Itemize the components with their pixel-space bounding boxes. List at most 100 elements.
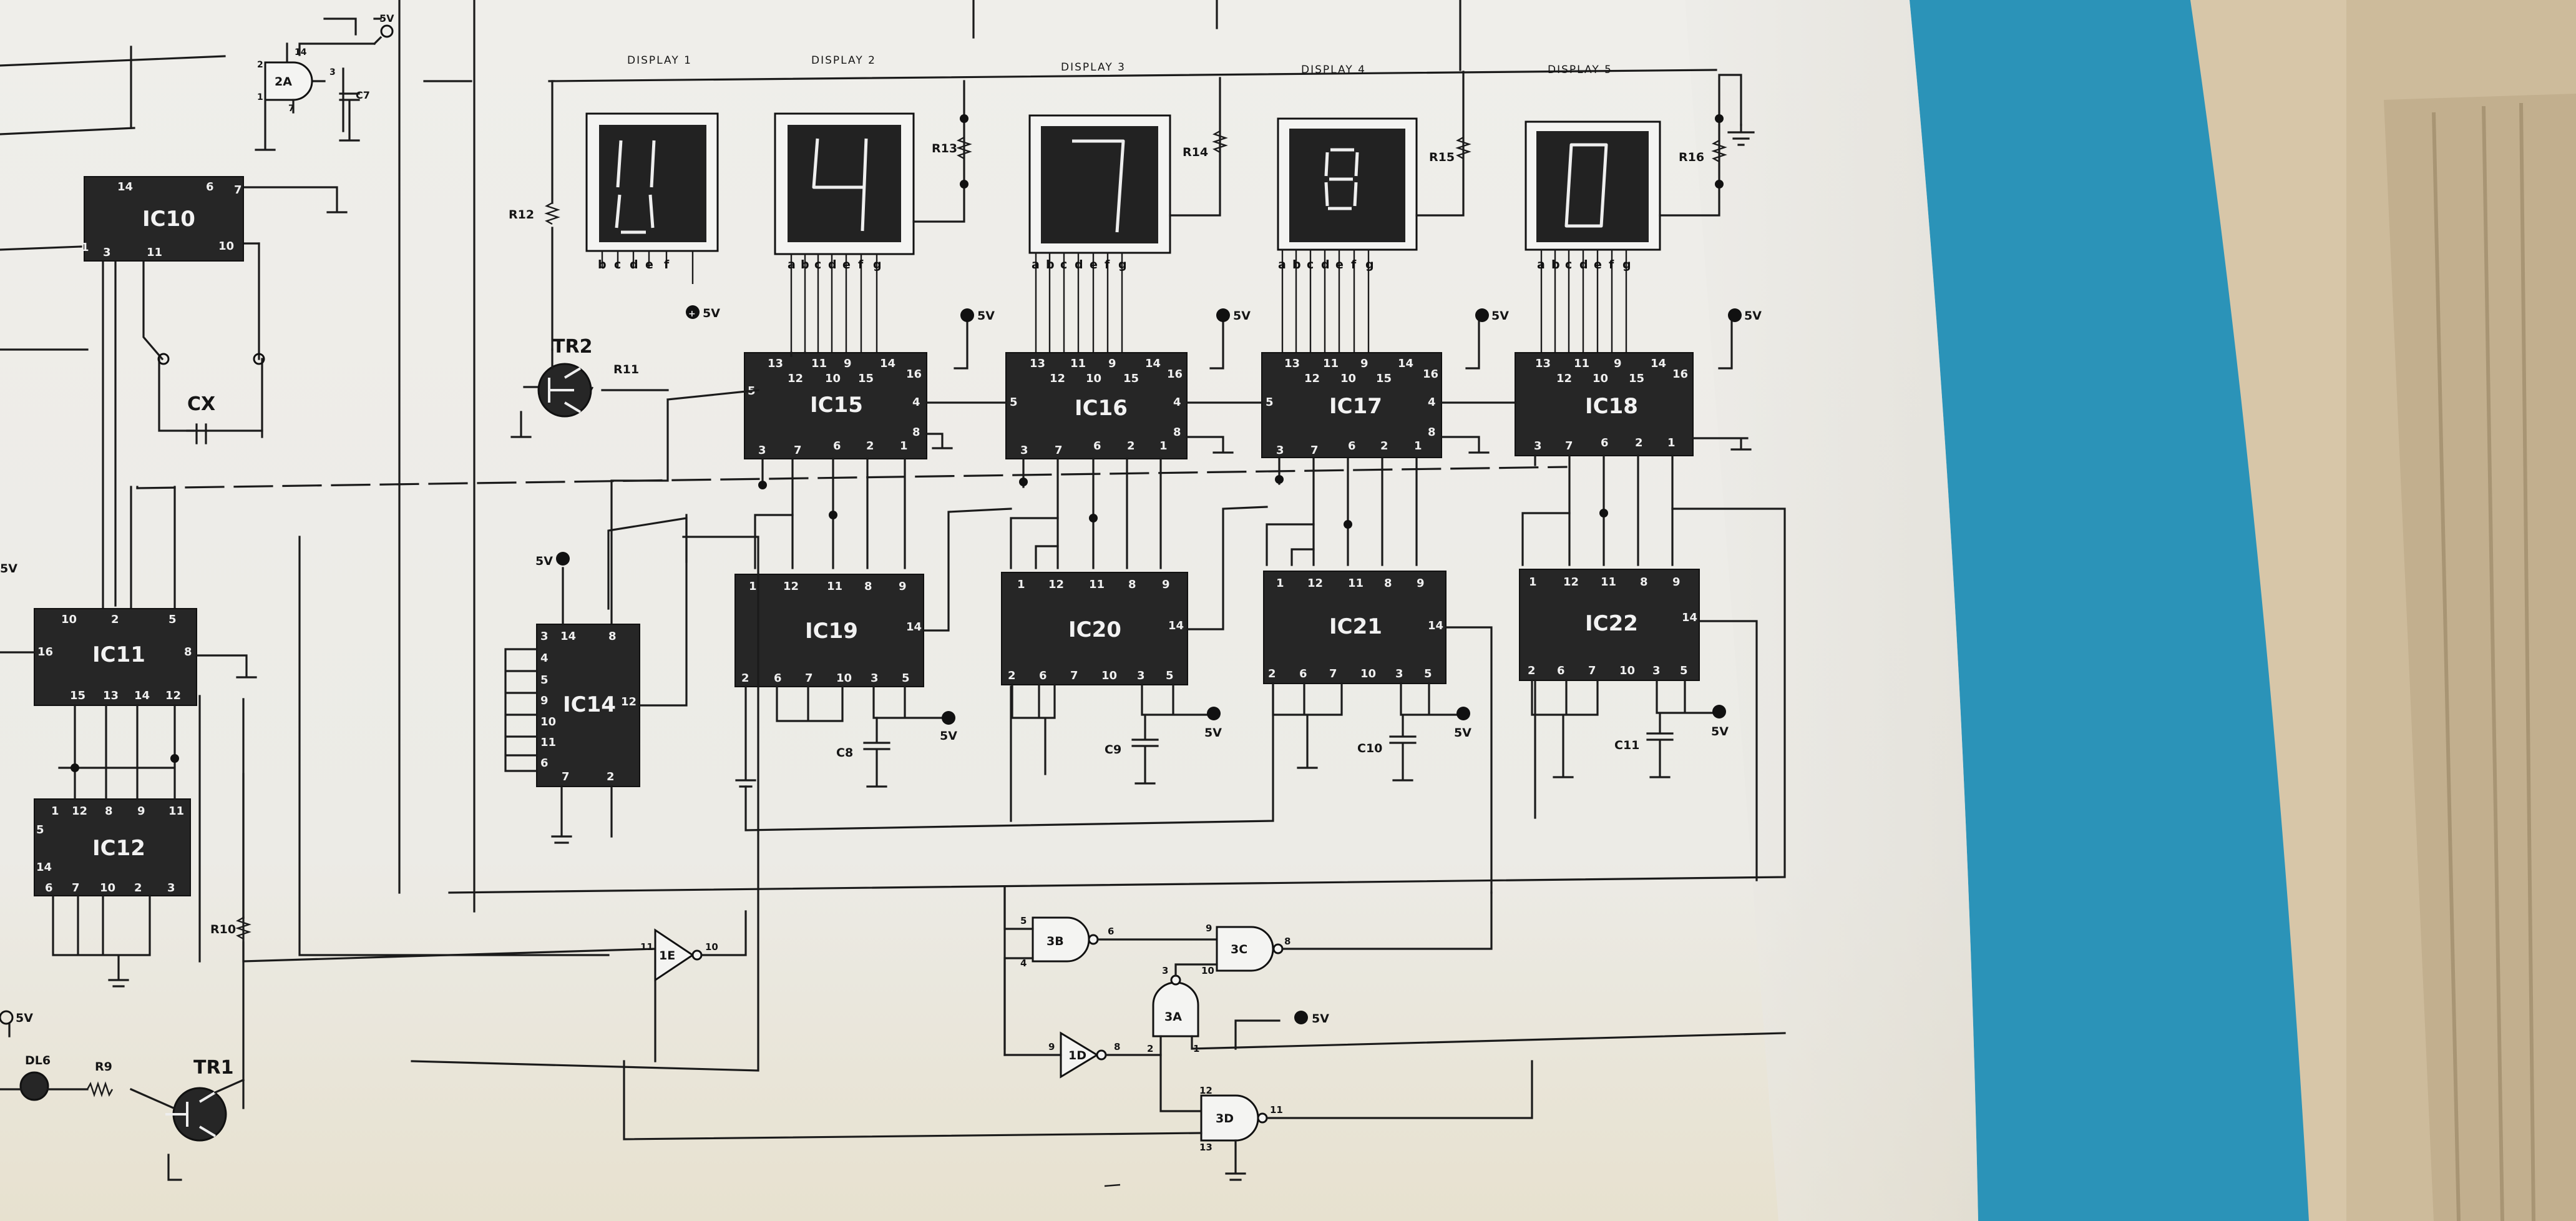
resistor-r16-label: R16 bbox=[1679, 150, 1704, 164]
gate-2a: 2A 2 14 1 7 3 5V C7 bbox=[255, 12, 394, 151]
ic20-pin: 14 bbox=[1168, 619, 1184, 632]
ic22-pin: 12 bbox=[1563, 576, 1579, 589]
resistor-r11-label: R11 bbox=[613, 363, 639, 376]
display-resistors: R13 R14 R15 R16 R12 bbox=[509, 71, 1755, 351]
gate-3c: 3C 9 10 8 bbox=[1201, 891, 1493, 976]
ic10-pin: 3 bbox=[103, 246, 111, 259]
ic15-supply: 5V bbox=[977, 309, 995, 323]
ic15-pin: 1 bbox=[900, 439, 908, 453]
display-4: a b c d e f g bbox=[1277, 117, 1418, 356]
display-3: a b c d e f g bbox=[1028, 114, 1171, 356]
ic18-pin: 3 bbox=[1534, 439, 1542, 453]
ic21-pin: 2 bbox=[1268, 667, 1276, 680]
resistor-r12-label: R12 bbox=[509, 208, 534, 222]
ic18-pin: 11 bbox=[1574, 357, 1589, 370]
ic12-pin: 8 bbox=[105, 805, 113, 818]
ic19-pin: 9 bbox=[899, 580, 907, 593]
gate-2a-pin: 14 bbox=[295, 47, 307, 57]
ic10-pin: 7 bbox=[234, 184, 242, 197]
display-4-title: DISPLAY 4 bbox=[1301, 64, 1366, 76]
ic17-pin: 16 bbox=[1423, 368, 1438, 381]
gate-1d-label: 1D bbox=[1068, 1049, 1086, 1062]
display-5-pin-g: g bbox=[1622, 258, 1631, 272]
ic19-cap-supply: 5V bbox=[940, 729, 957, 743]
ic14-pin: 3 bbox=[540, 630, 549, 643]
ic16-label: IC16 bbox=[1075, 396, 1128, 421]
latch-ic19: IC19 1 12 11 8 9 14 2 6 7 10 3 5 bbox=[734, 574, 924, 687]
gate-1d-pin: 9 bbox=[1048, 1041, 1055, 1052]
ic18-pin: 16 bbox=[1672, 368, 1688, 381]
ic22-pin: 2 bbox=[1528, 664, 1536, 677]
ic17-pin: 8 bbox=[1428, 426, 1436, 439]
resistor-r10-label: R10 bbox=[210, 923, 236, 936]
transistor-tr2: TR2 R11 bbox=[510, 336, 639, 438]
ic19-pin: 1 bbox=[749, 580, 757, 593]
ic17-pin: 5 bbox=[1266, 396, 1274, 409]
ic22-pin: 5 bbox=[1680, 664, 1688, 677]
ic22-pin: 9 bbox=[1672, 576, 1681, 589]
ic17-pin: 11 bbox=[1323, 357, 1339, 370]
left-supply-label: 5V bbox=[0, 562, 17, 576]
ic19-pin: 5 bbox=[902, 672, 910, 685]
ic11-pin: 13 bbox=[103, 689, 119, 702]
ic16-pin: 2 bbox=[1127, 439, 1135, 453]
display-2-pin-c: c bbox=[814, 258, 821, 272]
paper-mark bbox=[1104, 1184, 1121, 1187]
ic16-pin: 7 bbox=[1055, 444, 1063, 457]
ic19-pin: 3 bbox=[871, 672, 879, 685]
ic22-pin: 7 bbox=[1588, 664, 1596, 677]
ic15-pin: 3 bbox=[758, 444, 766, 457]
ic19-pin: 12 bbox=[783, 580, 799, 593]
ic22-label: IC22 bbox=[1585, 611, 1638, 636]
gate-3a-supply: 5V bbox=[1312, 1012, 1329, 1026]
ic11-pin: 15 bbox=[70, 689, 85, 702]
display-1-title: DISPLAY 1 bbox=[627, 54, 692, 67]
ic21-pin: 14 bbox=[1428, 619, 1443, 632]
ic17-pin: 14 bbox=[1398, 357, 1413, 370]
led-dl6-label: DL6 bbox=[25, 1054, 51, 1067]
gate-3d-label: 3D bbox=[1216, 1112, 1234, 1125]
ic18-pin: 9 bbox=[1614, 357, 1622, 370]
ic16-pin: 12 bbox=[1050, 372, 1065, 385]
gate-1e-label: 1E bbox=[659, 949, 675, 963]
ic21-pin: 12 bbox=[1307, 577, 1323, 590]
ic17-pin: 7 bbox=[1310, 444, 1319, 457]
display-5-pin-c: c bbox=[1565, 258, 1572, 272]
tr1-label: TR1 bbox=[193, 1057, 233, 1079]
ic17-supply: 5V bbox=[1491, 309, 1509, 323]
ic22-pin: 11 bbox=[1601, 576, 1616, 589]
display-1-pin-d: d bbox=[630, 258, 638, 272]
display-5-pin-f: f bbox=[1609, 258, 1614, 272]
latch-ic20: IC20 1 12 11 8 9 14 2 6 7 10 3 5 bbox=[1001, 572, 1188, 685]
ic15-pin: 7 bbox=[794, 444, 802, 457]
ic19-pin: 10 bbox=[836, 672, 852, 685]
display-3-title: DISPLAY 3 bbox=[1061, 61, 1126, 74]
ic20-cap-supply: 5V bbox=[1204, 726, 1222, 740]
ic19-pin: 6 bbox=[774, 672, 782, 685]
ic12-pin: 9 bbox=[137, 805, 145, 818]
gate-3b-label: 3B bbox=[1046, 934, 1064, 948]
display-2-pin-b: b bbox=[801, 258, 809, 272]
ic12-label: IC12 bbox=[92, 836, 145, 861]
ic18-pin: 13 bbox=[1535, 357, 1551, 370]
display-1: b c d e f + 5V bbox=[585, 112, 720, 320]
ic16-pin: 6 bbox=[1093, 439, 1101, 453]
display-3-digit bbox=[1072, 139, 1125, 233]
ic21-pin: 11 bbox=[1348, 577, 1364, 590]
display-5-pin-e: e bbox=[1594, 258, 1602, 272]
gate-2a-pin: 3 bbox=[329, 67, 336, 77]
ic22-cap-supply: 5V bbox=[1711, 725, 1729, 738]
ic12-pin: 1 bbox=[51, 805, 59, 818]
display-3-pin-b: b bbox=[1046, 258, 1055, 272]
ic21-pin: 6 bbox=[1299, 667, 1307, 680]
ic11-pin: 5 bbox=[168, 613, 177, 626]
ic20-pin: 8 bbox=[1128, 578, 1136, 591]
ic11-label: IC11 bbox=[92, 642, 145, 667]
ic15-pin: 2 bbox=[866, 439, 874, 453]
ic14-pin: 11 bbox=[540, 736, 556, 749]
gate-3d-pin: 13 bbox=[1199, 1142, 1212, 1153]
ic22-pin: 8 bbox=[1640, 576, 1648, 589]
display-3-pin-e: e bbox=[1090, 258, 1098, 272]
display-1-pin-f: f bbox=[664, 258, 670, 272]
resistor-r9-label: R9 bbox=[95, 1060, 112, 1074]
